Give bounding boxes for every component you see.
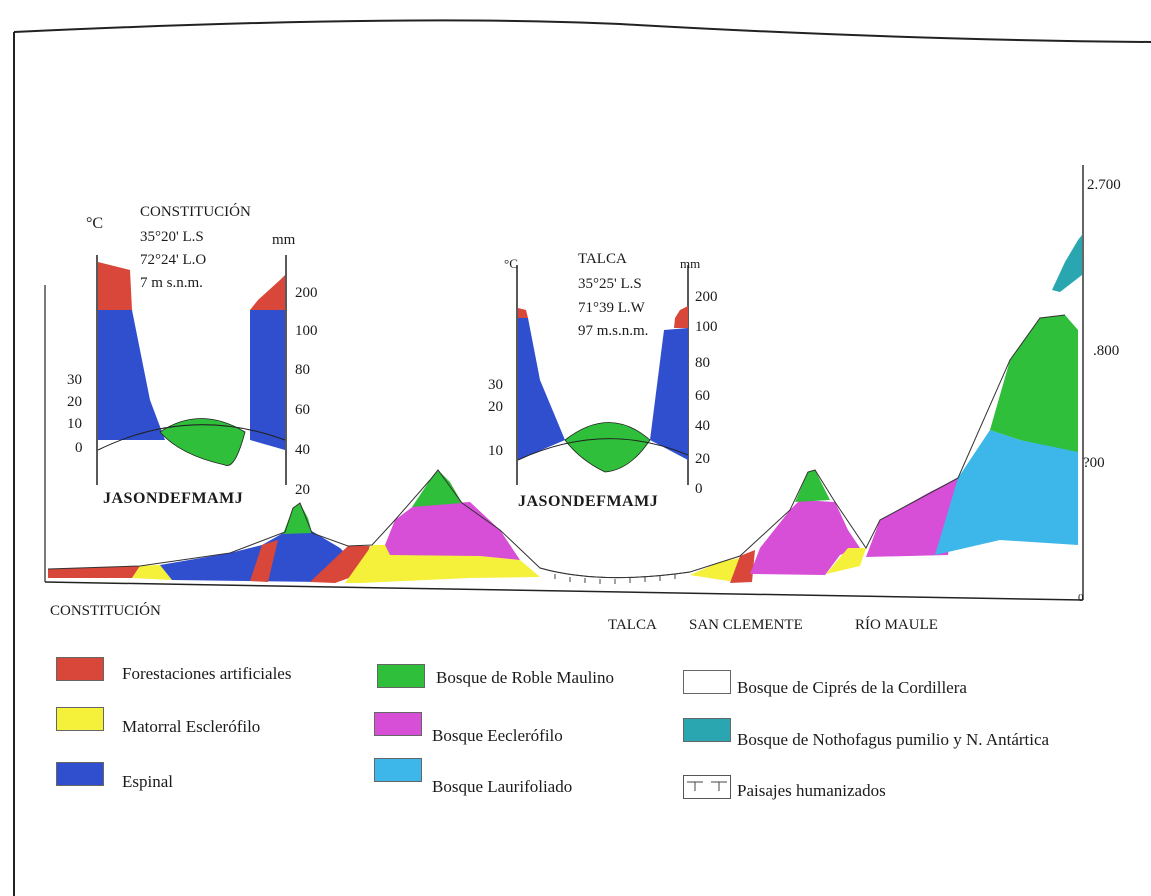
terrain-profile [47,235,1082,584]
legend-swatch-nothofagus [683,718,731,742]
place-label-san-clemente: SAN CLEMENTE [689,617,803,633]
climo1-excess-left [98,262,132,310]
profile-roble-east-peak [795,470,830,502]
climo2-unit-celsius: °C [504,256,518,271]
climo2-months: JASONDEFMAMJ [518,493,659,510]
climo2-station: TALCA [578,251,627,267]
profile-matorral-east-small [826,548,866,574]
climo2-temp-tick-20: 20 [488,399,503,415]
climo1-temp-tick-0: 0 [75,440,83,456]
climo1-altitude: 7 m s.n.m. [140,275,203,291]
climo2-excess-right [674,306,688,328]
climo1-temp-tick-30: 30 [67,372,82,388]
climo1-months: JASONDEFMAMJ [103,490,244,507]
climo1-precip-tick-60: 60 [295,402,310,418]
legend-swatch-matorral [56,707,104,731]
climo1-temp-tick-10: 10 [67,416,82,432]
climo1-precip-tick-40: 40 [295,442,310,458]
climo2-wet-right [650,328,688,460]
profile-roble-west-peak [412,470,462,507]
profile-esclerofilo-west [385,502,520,560]
legend-label-laurifoliado: Bosque Laurifoliado [432,777,573,796]
profile-forestaciones-coast [48,566,140,578]
profile-forestaciones-hill [250,540,278,582]
legend-label-esclerofilo: Bosque Eeclerófilo [432,726,563,745]
legend-swatch-roble [377,664,425,688]
climo2-temp-tick-10: 10 [488,443,503,459]
legend-swatch-esclerofilo [374,712,422,736]
profile-nothofagus [1052,235,1082,292]
legend-label-nothofagus: Bosque de Nothofagus pumilio y N. Antárt… [737,730,1050,749]
climo1-longitude: 72°24' L.O [140,252,207,268]
climo2-precip-tick-20: 20 [695,451,710,467]
place-label-rio-maule: RÍO MAULE [855,617,938,633]
climo2-excess-left [518,308,528,318]
climo1-precip-tick-20: 20 [295,482,310,498]
legend-swatch-forestaciones [56,657,104,681]
place-label-constitucion: CONSTITUCIÓN [50,603,161,619]
altitude-label-top: 2.700 [1087,177,1121,193]
paisajes-humanizados-icon [683,775,731,799]
climo1-precip-tick-100: 100 [295,323,318,339]
altitude-label-mid: .800 [1093,343,1120,359]
climo1-latitude: 35°20' L.S [140,229,204,245]
climo1-dry [159,418,246,466]
legend-label-matorral: Matorral Esclerófilo [122,717,261,736]
climo1-precip-tick-80: 80 [295,362,310,378]
climo1-wet-left [98,310,165,440]
profile-esclerofilo-east [750,500,860,575]
profile-forestaciones-east [730,550,755,583]
place-label-talca: TALCA [608,617,657,633]
legend-label-paisajes: Paisajes humanizados [737,781,886,800]
legend-label-roble: Bosque de Roble Maulino [436,668,615,687]
altitude-edge-mark: 0 [1078,592,1084,604]
climo1-unit-mm: mm [272,232,296,248]
climo2-latitude: 35°25' L.S [578,276,642,292]
climo2-precip-tick-100: 100 [695,319,718,335]
legend-label-forestaciones: Forestaciones artificiales [122,664,292,683]
profile-roble-high [990,315,1078,452]
climo2-precip-tick-40: 40 [695,418,710,434]
climo2-altitude: 97 m.s.n.m. [578,323,649,339]
profile-matorral-coast [132,565,172,580]
climo1-temp-curve [97,424,286,451]
climo1-unit-celsius: °C [86,215,104,232]
legend-swatch-laurifoliado [374,758,422,782]
legend-label-espinal: Espinal [122,772,173,791]
climo2-precip-tick-0: 0 [695,481,703,497]
legend-swatch-cipres [683,670,731,694]
profile-paisajes-humanizados [539,567,691,584]
climo2-precip-tick-200: 200 [695,289,718,305]
climo1-temp-tick-20: 20 [67,394,82,410]
climo2-longitude: 71°39 L.W [578,300,645,316]
page-border [13,19,1151,43]
climograph-talca [516,265,689,485]
legend-swatch-paisajes [683,775,731,799]
climo2-temp-curve [517,438,689,461]
profile-outline [47,314,1066,579]
climo2-dry [564,422,651,473]
legend-swatch-espinal [56,762,104,786]
climo2-precip-tick-80: 80 [695,355,710,371]
profile-baseline [44,581,1084,601]
climo2-unit-mm: mm [680,256,701,271]
climo1-excess-right [250,275,285,310]
profile-roble-coast-peak [283,503,312,534]
climo1-wet-right [250,310,285,450]
climo2-precip-tick-60: 60 [695,388,710,404]
climo1-station: CONSTITUCIÓN [140,204,251,220]
legend-label-cipres: Bosque de Ciprés de la Cordillera [737,678,967,697]
climograph-constitucion [96,255,287,485]
profile-laurifoliado [935,430,1078,555]
profile-espinal-coast [160,530,348,582]
profile-matorral-east [690,558,740,582]
climo2-temp-tick-30: 30 [488,377,503,393]
profile-esclerofilo-slope [866,478,958,557]
climo2-wet-left [518,318,565,460]
climo1-precip-tick-200: 200 [295,285,318,301]
altitude-label-low: ?00 [1083,455,1105,471]
